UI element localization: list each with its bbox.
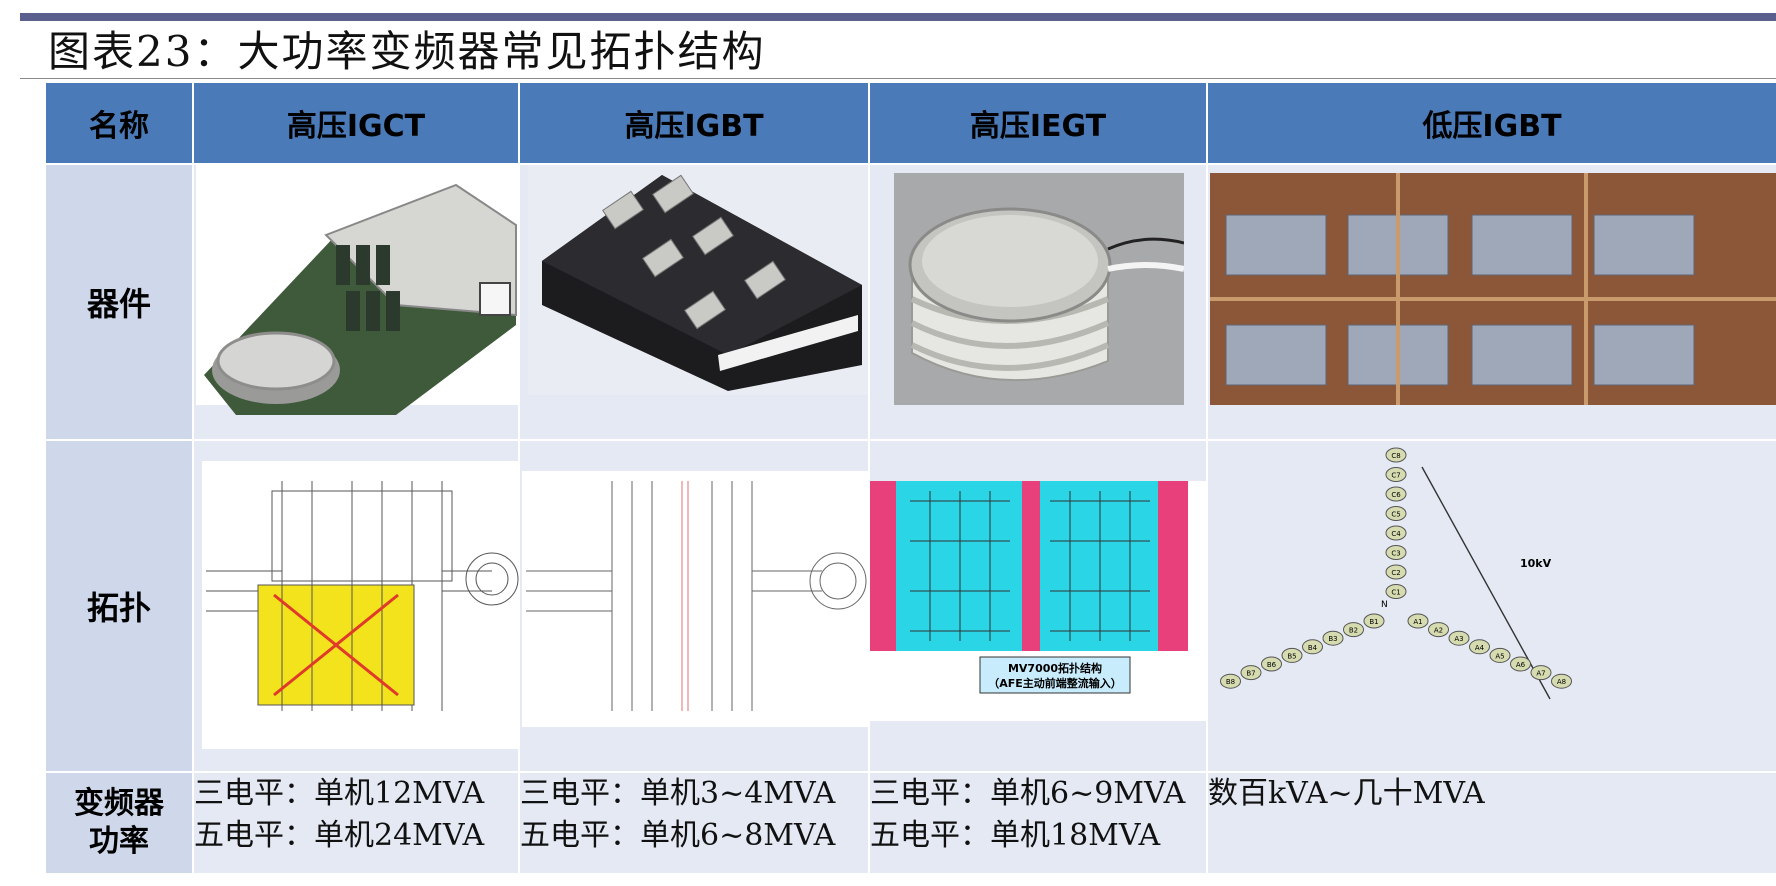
neutral-label: N — [1381, 600, 1388, 610]
device-igct-cell — [192, 163, 520, 441]
svg-text:A5: A5 — [1495, 652, 1504, 660]
cell-c3: C3 — [1385, 545, 1407, 560]
cell-b7: B7 — [1240, 665, 1262, 681]
topology-iegt-cell: MV7000拓扑结构 （AFE主动前端整流输入） — [868, 439, 1208, 773]
power-lv-igbt-cell: 数百kVA~几十MVA — [1206, 771, 1776, 875]
svg-text:B6: B6 — [1267, 661, 1277, 669]
page-title: 图表23：大功率变频器常见拓扑结构 — [48, 27, 766, 76]
cell-c2: C2 — [1385, 564, 1407, 580]
mv7000-label: MV7000拓扑结构 — [1008, 661, 1102, 675]
svg-text:B3: B3 — [1328, 635, 1337, 643]
device-iegt-cell — [868, 163, 1208, 441]
topology-igct-cell — [192, 439, 520, 773]
lv-igbt-chip-image — [1210, 173, 1776, 405]
svg-text:C3: C3 — [1391, 550, 1400, 558]
power-igbt-three-level: 三电平：单机3~4MVA — [520, 776, 836, 811]
svg-text:C8: C8 — [1391, 452, 1400, 460]
cell-c4: C4 — [1385, 525, 1407, 541]
igct-device-image — [196, 165, 518, 415]
topology-table: 名称 高压IGCT 高压IGBT 高压IEGT 低压IGBT 器件 — [44, 81, 1776, 875]
svg-text:C2: C2 — [1391, 569, 1400, 577]
row-label-power: 变频器 功率 — [44, 771, 194, 875]
header-lv-igbt: 低压IGBT — [1206, 81, 1776, 165]
power-lv-igbt-range: 数百kVA~几十MVA — [1208, 776, 1485, 811]
svg-text:C6: C6 — [1391, 491, 1401, 499]
svg-text:B2: B2 — [1349, 627, 1358, 635]
svg-text:A3: A3 — [1454, 635, 1463, 643]
iegt-press-pack-image — [894, 173, 1184, 405]
power-iegt-cell: 三电平：单机6~9MVA 五电平：单机18MVA — [868, 771, 1208, 875]
svg-text:C7: C7 — [1391, 472, 1400, 480]
cell-b3: B3 — [1322, 630, 1344, 646]
cell-b1: B1 — [1363, 613, 1385, 629]
cell-a4: A4 — [1469, 639, 1490, 655]
svg-text:A6: A6 — [1516, 661, 1526, 669]
title-bar — [20, 13, 1776, 21]
cell-c5: C5 — [1385, 506, 1407, 521]
svg-text:C5: C5 — [1391, 511, 1400, 519]
cell-a2: A2 — [1428, 622, 1449, 638]
cell-a1: A1 — [1407, 613, 1429, 629]
cell-c8: C8 — [1385, 447, 1407, 463]
svg-text:A4: A4 — [1475, 644, 1485, 652]
svg-text:A8: A8 — [1557, 678, 1566, 686]
row-label-topology: 拓扑 — [44, 439, 194, 773]
igbt-topology-diagram — [522, 471, 868, 727]
header-name: 名称 — [44, 81, 194, 165]
svg-text:B8: B8 — [1226, 678, 1235, 686]
cell-a6: A6 — [1510, 656, 1531, 672]
svg-text:A2: A2 — [1434, 627, 1443, 635]
igbt-module-image — [528, 165, 868, 395]
svg-text:C1: C1 — [1391, 589, 1400, 597]
svg-text:A1: A1 — [1413, 618, 1422, 626]
row-label-power-line2: 功率 — [89, 824, 149, 859]
svg-text:B5: B5 — [1287, 652, 1296, 660]
header-hv-igct: 高压IGCT — [192, 81, 520, 165]
voltage-label: 10kV — [1520, 557, 1552, 570]
cell-b8: B8 — [1220, 673, 1241, 689]
cell-a5: A5 — [1489, 647, 1511, 663]
cell-b2: B2 — [1343, 622, 1364, 638]
power-igct-cell: 三电平：单机12MVA 五电平：单机24MVA — [192, 771, 520, 875]
svg-text:A7: A7 — [1536, 670, 1545, 678]
cell-a3: A3 — [1448, 630, 1470, 646]
power-igbt-cell: 三电平：单机3~4MVA 五电平：单机6~8MVA — [518, 771, 870, 875]
power-igbt-five-level: 五电平：单机6~8MVA — [520, 818, 836, 853]
svg-text:B7: B7 — [1246, 670, 1255, 678]
power-iegt-five-level: 五电平：单机18MVA — [870, 818, 1161, 853]
cell-b4: B4 — [1302, 639, 1323, 655]
power-igct-five-level: 五电平：单机24MVA — [194, 818, 485, 853]
row-label-power-line1: 变频器 — [74, 786, 164, 821]
title-divider — [20, 78, 1776, 79]
cell-c6: C6 — [1385, 486, 1407, 502]
power-igct-three-level: 三电平：单机12MVA — [194, 776, 485, 811]
cell-c7: C7 — [1385, 467, 1407, 482]
topology-igbt-cell — [518, 439, 870, 773]
cell-a8: A8 — [1551, 673, 1572, 689]
device-lv-igbt-cell — [1206, 163, 1776, 441]
svg-text:B1: B1 — [1369, 618, 1378, 626]
cell-b5: B5 — [1281, 647, 1303, 663]
svg-text:C4: C4 — [1391, 530, 1401, 538]
cell-a7: A7 — [1530, 665, 1552, 681]
afe-label: （AFE主动前端整流输入） — [988, 676, 1122, 690]
cell-b6: B6 — [1261, 656, 1282, 672]
svg-text:B4: B4 — [1308, 644, 1318, 652]
row-label-device: 器件 — [44, 163, 194, 441]
device-igbt-cell — [518, 163, 870, 441]
header-hv-igbt: 高压IGBT — [518, 81, 870, 165]
header-hv-iegt: 高压IEGT — [868, 81, 1208, 165]
power-iegt-three-level: 三电平：单机6~9MVA — [870, 776, 1186, 811]
iegt-topology-diagram: MV7000拓扑结构 （AFE主动前端整流输入） — [870, 481, 1208, 721]
cell-c1: C1 — [1385, 584, 1407, 599]
igct-topology-diagram — [202, 461, 520, 749]
